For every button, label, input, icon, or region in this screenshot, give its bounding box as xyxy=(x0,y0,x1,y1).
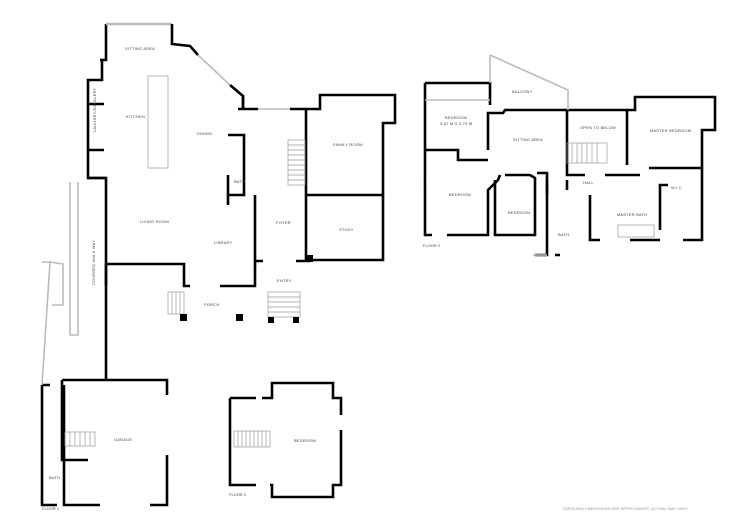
room-label-sitting-area-floor2: SITTING AREA xyxy=(513,137,543,142)
room-label-study: STUDY xyxy=(339,227,354,232)
disclaimer: SIZES AND DIMENSIONS ARE APPROXIMATE, AC… xyxy=(563,506,689,511)
room-label-porch: PORCH xyxy=(204,302,220,307)
room-label-laundry-scullery: LAUNDRY/SCULLERY xyxy=(92,87,97,132)
room-label-family-room: FAMILY ROOM xyxy=(333,142,363,147)
room-label-bath-garage: BATH xyxy=(49,475,61,480)
room-label-bedroom-3: BEDROOM xyxy=(508,210,531,215)
room-label-hall: HALL xyxy=(583,180,594,185)
room-label-master-bedroom: MASTER BEDROOM xyxy=(650,128,692,133)
room-label-master-bath: MASTER BATH xyxy=(617,212,648,217)
floor-1-label: FLOOR 1 xyxy=(42,506,60,511)
room-label-bath-floor1: BATH xyxy=(234,179,246,184)
room-label-foyer: FOYER xyxy=(276,220,291,225)
room-label-balcony: BALCONY xyxy=(512,89,533,94)
room-label-garage: GARAGE xyxy=(114,437,133,442)
room-label-bedroom-1-dimensions: 3.67 m x 3.79 m xyxy=(440,121,473,126)
room-label-bedroom-2: BEDROOM xyxy=(449,192,472,197)
room-label-bedroom-loft: BEDROOM xyxy=(294,438,317,443)
room-label-living-room: LIVING ROOM xyxy=(140,219,169,224)
floor-2-label-loft: FLOOR 2 xyxy=(229,492,247,497)
room-label-covered-walk-way: COVERED WALK WAY xyxy=(91,239,96,285)
floor-2-label: FLOOR 2 xyxy=(423,243,441,248)
room-label-dining: DINING xyxy=(197,131,213,136)
room-label-bath-floor2: BATH xyxy=(558,232,570,237)
room-label-sitting-area: SITTING AREA xyxy=(125,46,155,51)
room-label-entry: ENTRY xyxy=(277,278,292,283)
room-label-library: LIBRARY xyxy=(214,240,233,245)
room-label-open-to-below: OPEN TO BELOW xyxy=(580,125,617,130)
room-label-bedroom-1: BEDROOM xyxy=(445,115,468,120)
room-label-wic: W.I.C xyxy=(671,185,682,190)
room-label-kitchen: KITCHEN xyxy=(126,114,145,119)
